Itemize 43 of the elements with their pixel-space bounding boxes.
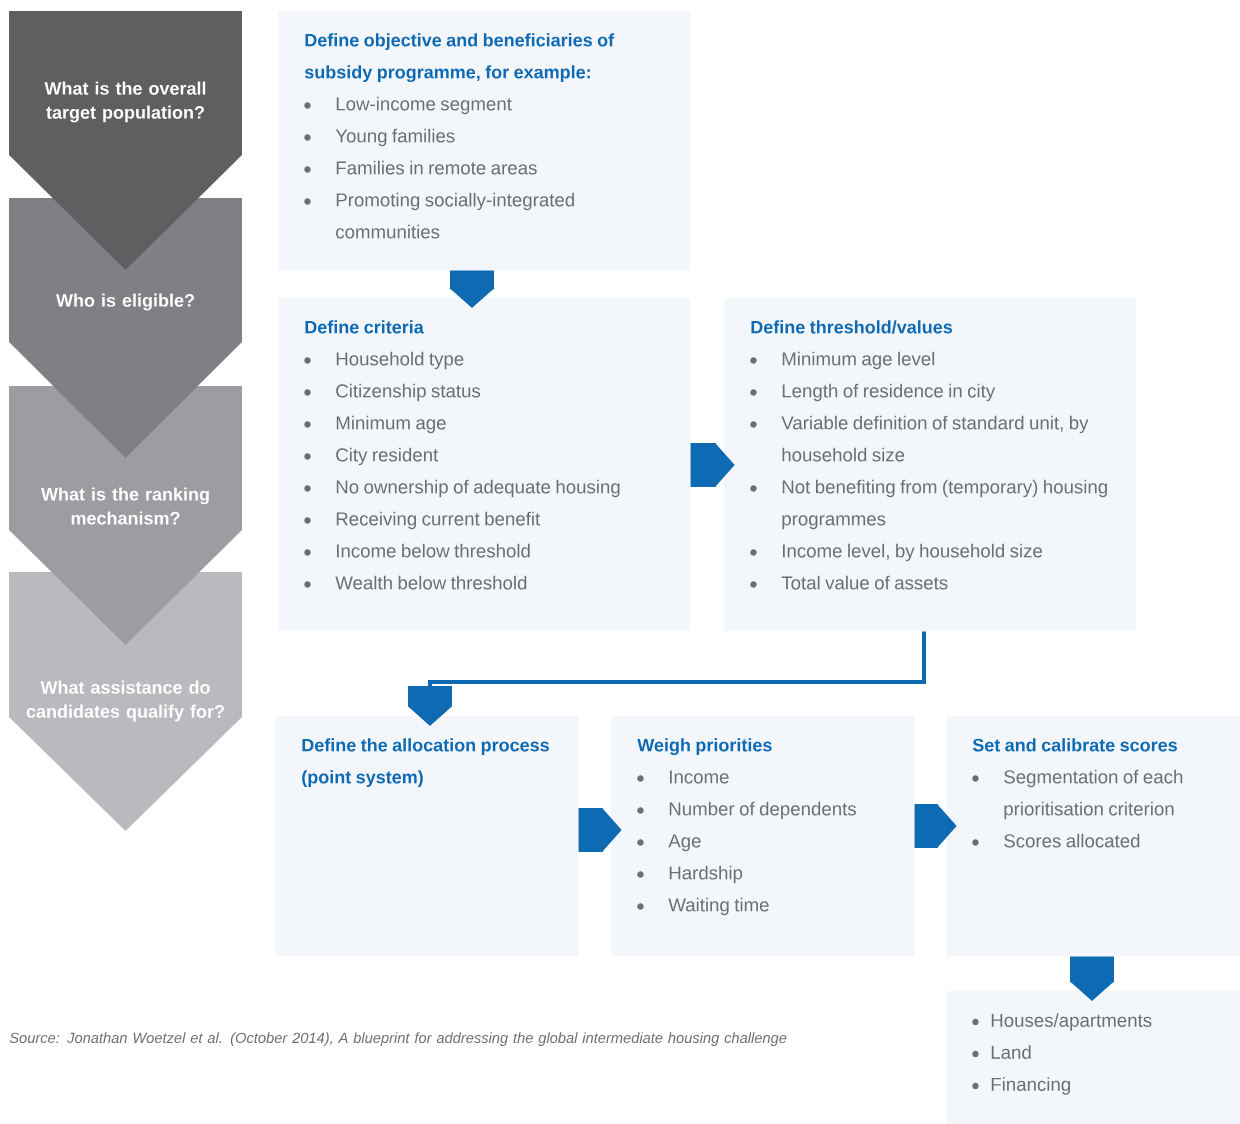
bullet-item: No ownership of adequate housing <box>304 479 620 498</box>
bullet-item: City resident <box>304 447 439 466</box>
bullet-item: Financing <box>972 1077 1070 1095</box>
info-box <box>278 11 691 271</box>
box-heading: Define threshold/values <box>751 320 953 334</box>
bullet-item: Income below threshold <box>304 543 530 558</box>
bullet-item: Segmentation of each prioritisation criterion <box>972 769 1183 820</box>
box-heading: Define criteria <box>305 320 424 334</box>
bullet-item: Wealth below threshold <box>304 575 527 590</box>
bullet-item: Receiving current benefit <box>304 511 541 530</box>
chevron-banner: What is the overall target population? <box>9 11 242 270</box>
bullet-item: Low-income segment <box>304 96 512 115</box>
info-box <box>724 298 1137 632</box>
bullet-item: Minimum age level <box>750 351 935 370</box>
box-heading: Define the allocation process (point system) <box>302 738 549 788</box>
bullet-item: Land <box>972 1045 1031 1059</box>
bullet-item: Age <box>637 834 701 852</box>
info-box <box>611 716 915 957</box>
box-heading: Weigh priorities <box>637 738 772 756</box>
box-heading: Define objective and beneficiaries of subsidy programme, for example: <box>304 33 615 83</box>
bullet-item: Number of dependents <box>637 801 856 820</box>
bullet-item: Income <box>637 770 729 784</box>
bullet-item: Families in remote areas <box>304 160 537 175</box>
bullet-item: Not benefiting from (temporary) housing programmes <box>750 479 1107 530</box>
bullet-item: Young families <box>304 128 455 147</box>
bullet-item: Household type <box>304 351 464 370</box>
box-heading: Set and calibrate scores <box>972 738 1177 752</box>
bullet-item: Houses/apartments <box>972 1013 1152 1031</box>
bullet-item: Scores allocated <box>972 833 1140 848</box>
bullet-item: Income level, by household size <box>750 543 1042 562</box>
info-box <box>275 716 579 957</box>
info-box <box>278 298 691 632</box>
source-note: Source: Jonathan Woetzel et al. (October 2014), A blueprint for addressing the global intermediate housing challenge <box>9 1032 787 1046</box>
bullet-item: Promoting socially-integrated communities <box>304 192 574 239</box>
bullet-item: Variable definition of standard unit, by household size <box>750 415 1089 462</box>
bullet-item: Waiting time <box>637 897 769 916</box>
bullet-item: Total value of assets <box>750 575 948 590</box>
bullet-item: Citizenship status <box>304 383 481 402</box>
bullet-item: Length of residence in city <box>750 383 996 402</box>
bullet-item: Minimum age <box>304 415 446 434</box>
bullet-item: Hardship <box>637 865 743 884</box>
info-box <box>946 716 1240 957</box>
info-box <box>946 991 1240 1124</box>
